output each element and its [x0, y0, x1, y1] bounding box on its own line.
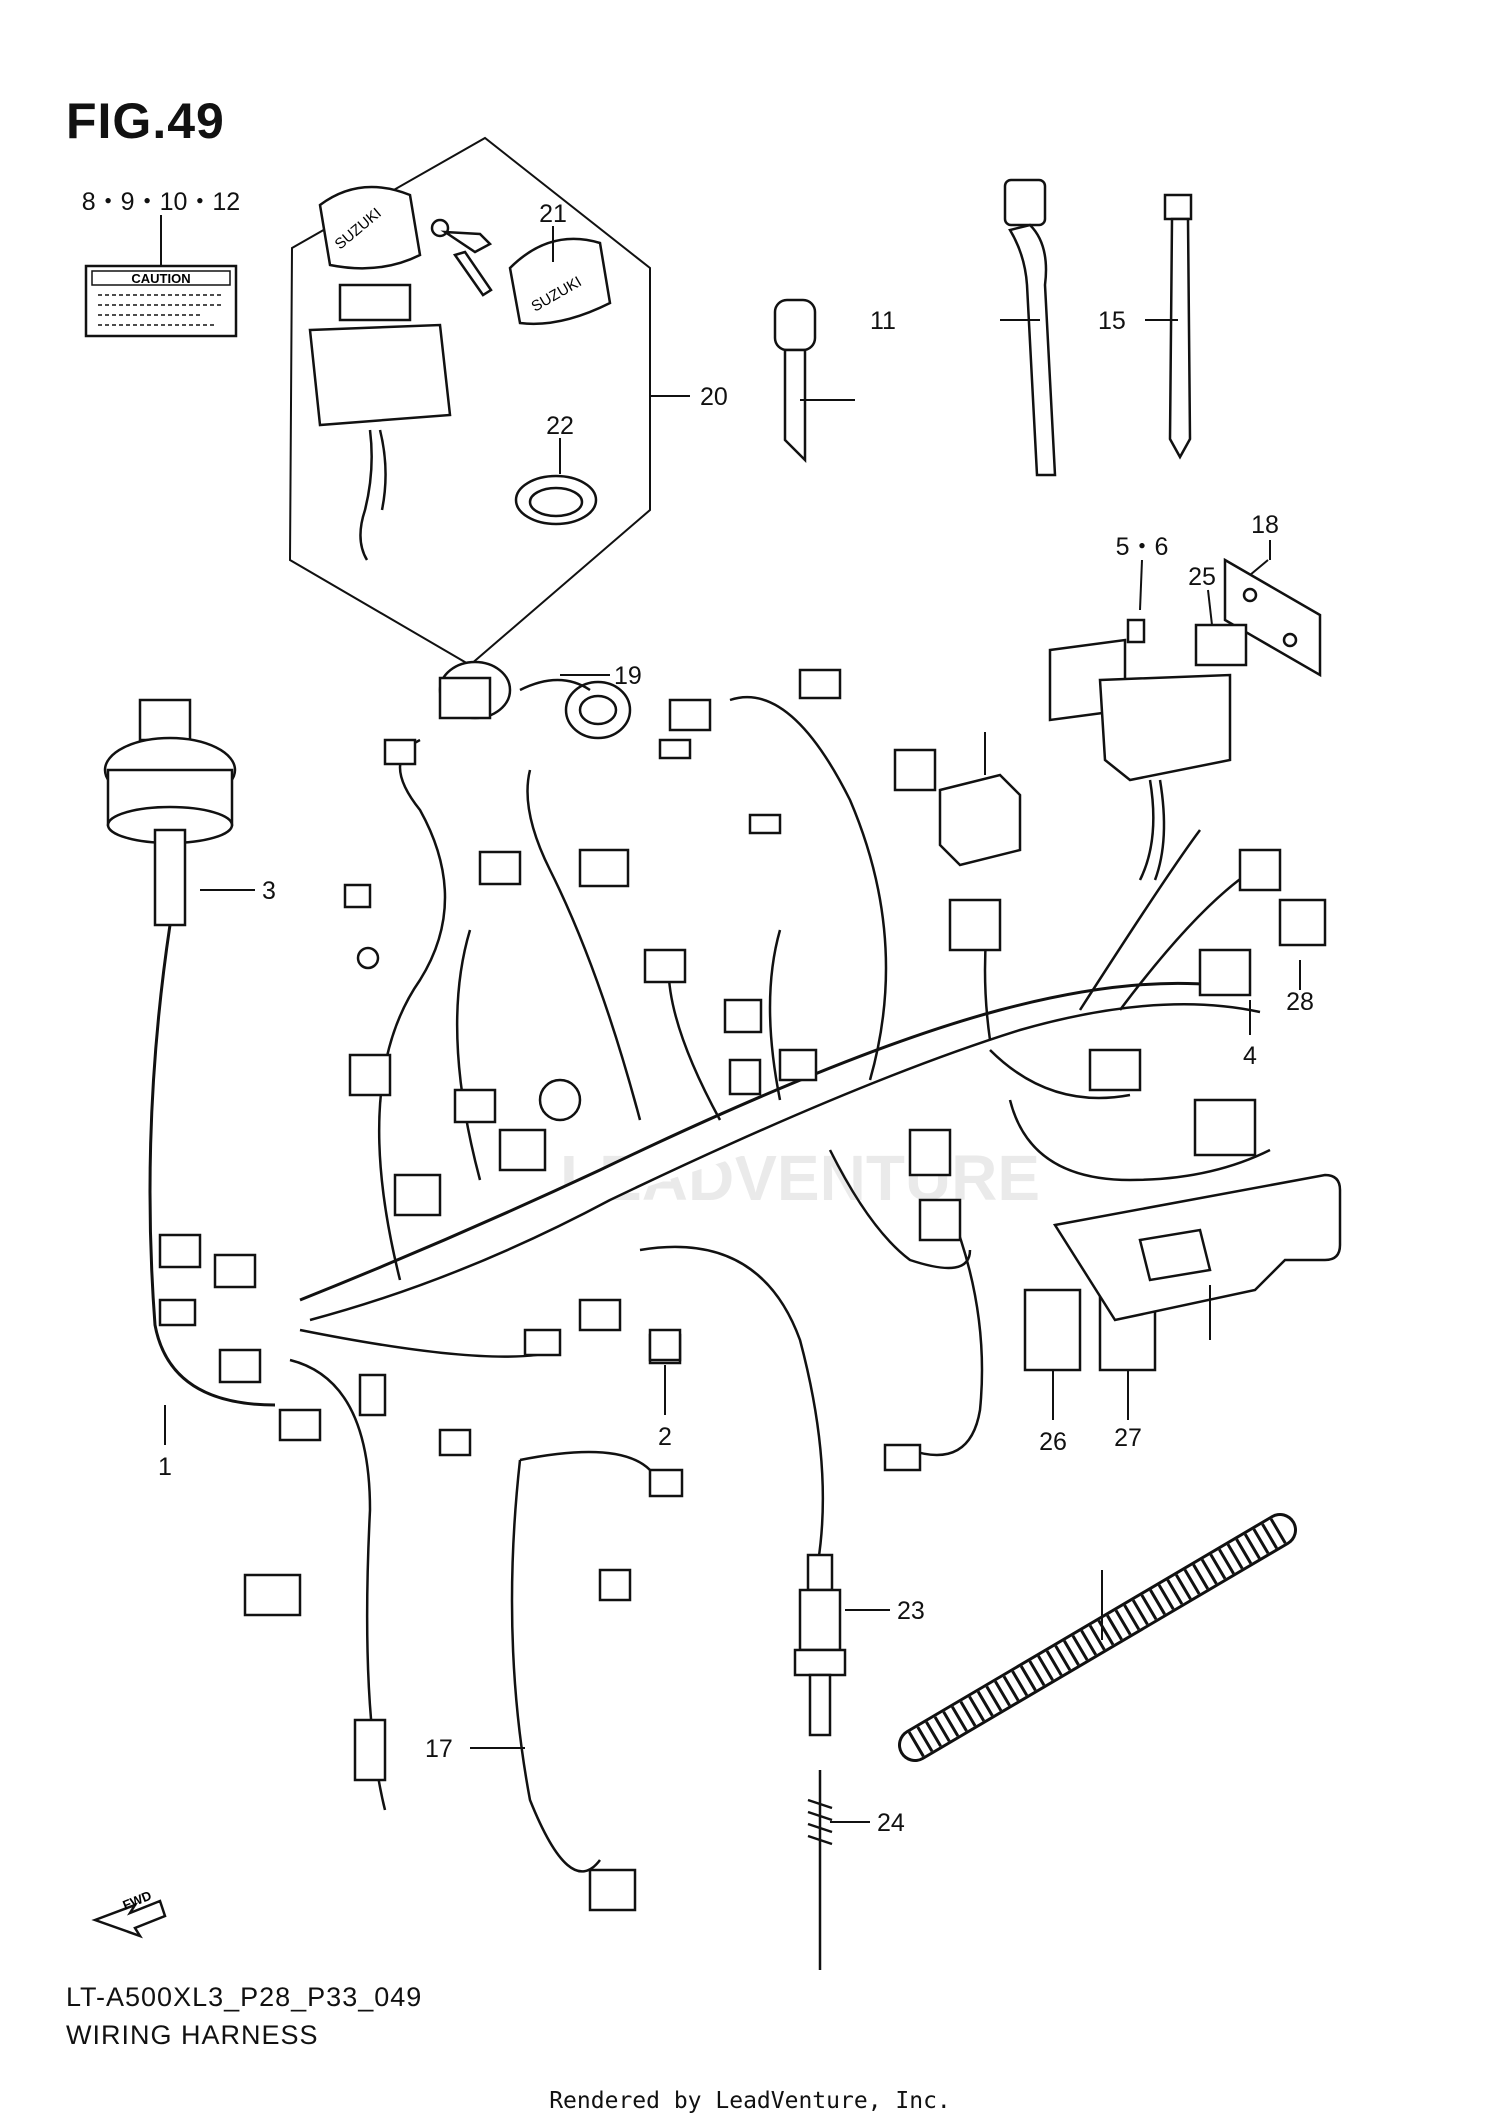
model-code: LT-A500XL3_P28_P33_049 [66, 1982, 423, 2012]
accessory-socket-part [438, 660, 632, 740]
switch-nut-part [514, 474, 598, 526]
callout-3: 3 [262, 877, 276, 905]
bracket-part [1223, 557, 1322, 678]
callout-20: 24 [877, 1809, 905, 1837]
fuse-part [1126, 618, 1146, 644]
callout-11: 15 [1098, 307, 1126, 335]
ignition-switch-head [318, 185, 422, 270]
ignition-kit-box: SUZUKI [288, 136, 651, 667]
callout-17: 21 [539, 200, 567, 228]
callout-22: 26 [1039, 1428, 1067, 1456]
callout-15: 19 [614, 662, 642, 690]
figure-title: FIG.49 [66, 93, 225, 149]
relay-26-part [938, 773, 1022, 867]
callout-16: 20 [700, 383, 728, 411]
grommet-part [103, 698, 237, 927]
ignition-cap-part: SUZUKI [508, 237, 612, 326]
callout-19: 23 [897, 1597, 925, 1625]
credit-text: Rendered by LeadVenture, Inc. [549, 2088, 951, 2114]
spring-part [807, 1770, 833, 1970]
callout-2: 2 [658, 1423, 672, 1451]
plate-25-part [1052, 1173, 1342, 1322]
cable-tie-part [1163, 193, 1193, 460]
callout-21: 25 [1188, 563, 1216, 591]
o2-sensor-part [793, 1553, 847, 1737]
fuse-box-part [1048, 638, 1232, 881]
callout-7: 8・9・10・12 [82, 188, 240, 216]
ignition-switch-base [308, 323, 452, 427]
callout-5-6: 5・6 [1116, 533, 1169, 561]
relay-21-part [1194, 623, 1248, 667]
diagram-name: WIRING HARNESS [66, 2020, 319, 2050]
callout-18: 22 [546, 412, 574, 440]
caution-text: CAUTION [131, 271, 190, 286]
callout-labels: 8・9・10・12 21 22 20 11 15 18 5・6 25 19 3 … [82, 188, 1314, 1837]
callout-4: 4 [1243, 1042, 1257, 1070]
fwd-arrow-icon: FWD [91, 1888, 167, 1939]
callout-14: 18 [1251, 511, 1279, 539]
connector-2-part [648, 1328, 682, 1362]
clamp-part [1003, 178, 1057, 477]
leader-lines [160, 215, 1301, 1823]
callout-8-9-10-12: 11 [870, 307, 896, 335]
callout-13: 17 [425, 1735, 453, 1763]
corrugated-tube-part [898, 1513, 1297, 1762]
callout-24: 28 [1286, 988, 1314, 1016]
key-part [773, 298, 817, 464]
caution-label-part: CAUTION [84, 264, 238, 338]
callout-23: 27 [1114, 1424, 1142, 1452]
connectors [158, 668, 1327, 1912]
callout-1: 1 [158, 1453, 172, 1481]
